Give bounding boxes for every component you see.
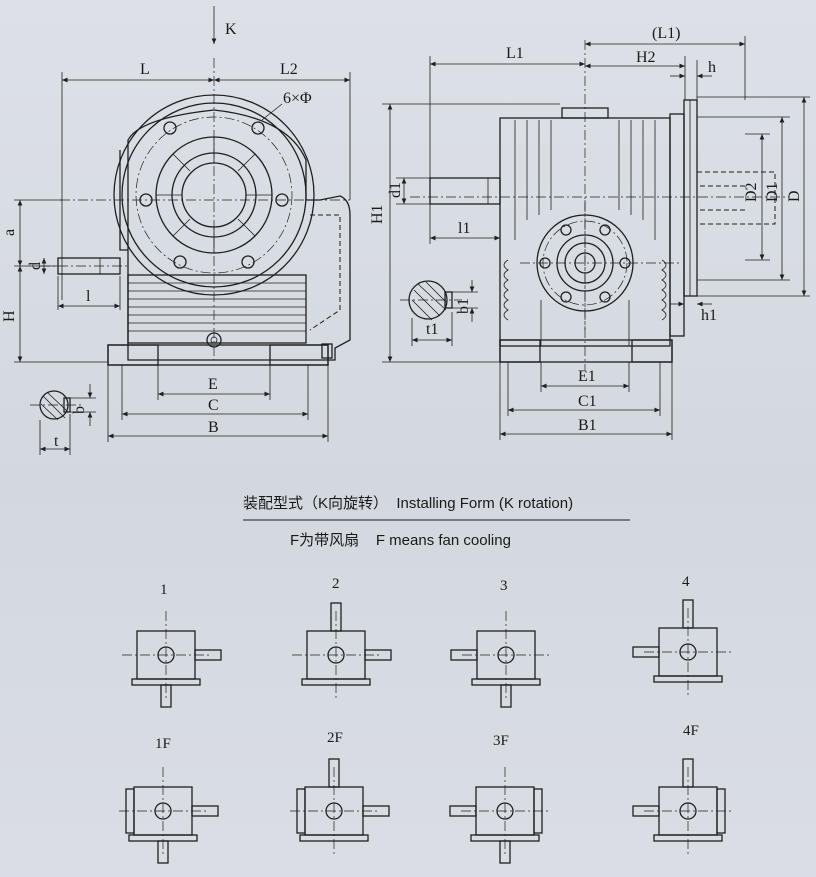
dim-d1: d1 [387, 182, 404, 198]
fan-caption: F为带风扇 F means fan cooling [290, 529, 511, 550]
dim-D1: D1 [764, 182, 781, 202]
form-label-4: 4 [682, 574, 690, 590]
dim-C: C [208, 397, 219, 414]
mounting-forms [119, 599, 732, 864]
k-label: K [225, 21, 237, 38]
dim-B1: B1 [578, 417, 597, 434]
dim-t: t [54, 433, 59, 450]
dim-C1: C1 [578, 393, 597, 410]
dim-l1: l1 [458, 220, 470, 237]
bolt-holes [139, 121, 289, 269]
form-label-2F: 2F [327, 730, 343, 746]
dim-l: l [86, 288, 91, 305]
form-label-2: 2 [332, 576, 340, 592]
dim-L1-paren: (L1) [652, 25, 680, 42]
dim-H1: H1 [369, 204, 386, 224]
form-label-3: 3 [500, 578, 508, 594]
mounting-form-1 [122, 611, 222, 708]
installing-form-caption: 装配型式（K向旋转） Installing Form (K rotation) [243, 492, 573, 513]
form-label-4F: 4F [683, 723, 699, 739]
dim-L2: L2 [280, 61, 298, 78]
side-view: L1 (L1) H2 h H1 [369, 25, 810, 440]
side-bolt-holes [539, 224, 631, 303]
mounting-form-2 [292, 602, 392, 699]
fan-en: F means fan cooling [375, 532, 511, 549]
dim-D2: D2 [743, 182, 760, 202]
mounting-form-1F [119, 767, 219, 864]
dim-h: h [708, 59, 716, 76]
mounting-form-4 [632, 599, 732, 696]
mounting-form-3F [449, 767, 549, 864]
dim-L: L [140, 61, 150, 78]
fan-cn: F为带风扇 [290, 532, 360, 549]
dim-a: a [1, 229, 18, 236]
dim-D: D [786, 190, 803, 202]
dim-B: B [208, 419, 219, 436]
dim-d: d [27, 262, 44, 270]
dim-E1: E1 [578, 368, 596, 385]
form-label-1F: 1F [155, 736, 171, 752]
dim-H: H [1, 310, 18, 322]
form-label-3F: 3F [493, 733, 509, 749]
dim-b1: b1 [455, 298, 472, 314]
mounting-form-4F [632, 758, 732, 855]
installing-en: Installing Form (K rotation) [396, 495, 574, 512]
mounting-form-3 [450, 611, 550, 708]
dim-H2: H2 [636, 49, 656, 66]
mounting-form-2F [290, 758, 390, 855]
dim-E: E [208, 376, 218, 393]
holes-label: 6×Φ [283, 90, 312, 107]
dim-b: b [71, 406, 88, 414]
form-label-1: 1 [160, 582, 168, 598]
installing-cn: 装配型式（K向旋转） [243, 495, 389, 512]
dim-h1: h1 [701, 307, 717, 324]
front-view: K L L2 [1, 6, 351, 455]
dim-t1: t1 [426, 321, 438, 338]
dim-L1: L1 [506, 45, 524, 62]
